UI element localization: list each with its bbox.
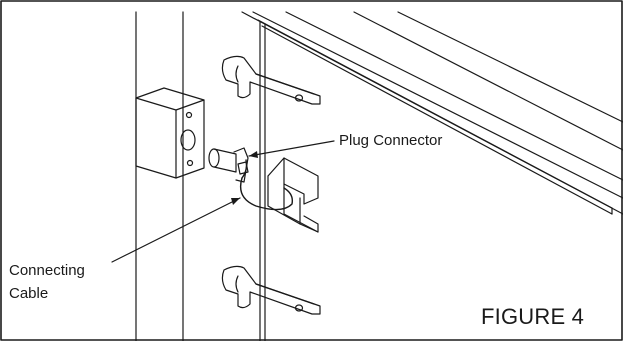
connecting-cable	[239, 177, 294, 211]
figure-caption: FIGURE 4	[481, 304, 585, 329]
upper-hinge	[221, 55, 321, 105]
door-frame	[135, 11, 266, 341]
latch-strike	[135, 87, 205, 179]
leader-lines	[111, 140, 335, 263]
cable-bracket	[267, 157, 319, 233]
connecting-cable-label-line1: Connecting	[9, 262, 85, 279]
lower-hinge	[221, 265, 321, 315]
cabinet-panel	[241, 11, 623, 215]
plug-connector-label: Plug Connector	[339, 132, 443, 149]
cable-end	[241, 159, 248, 179]
connecting-cable-label-line2: Cable	[9, 285, 49, 302]
